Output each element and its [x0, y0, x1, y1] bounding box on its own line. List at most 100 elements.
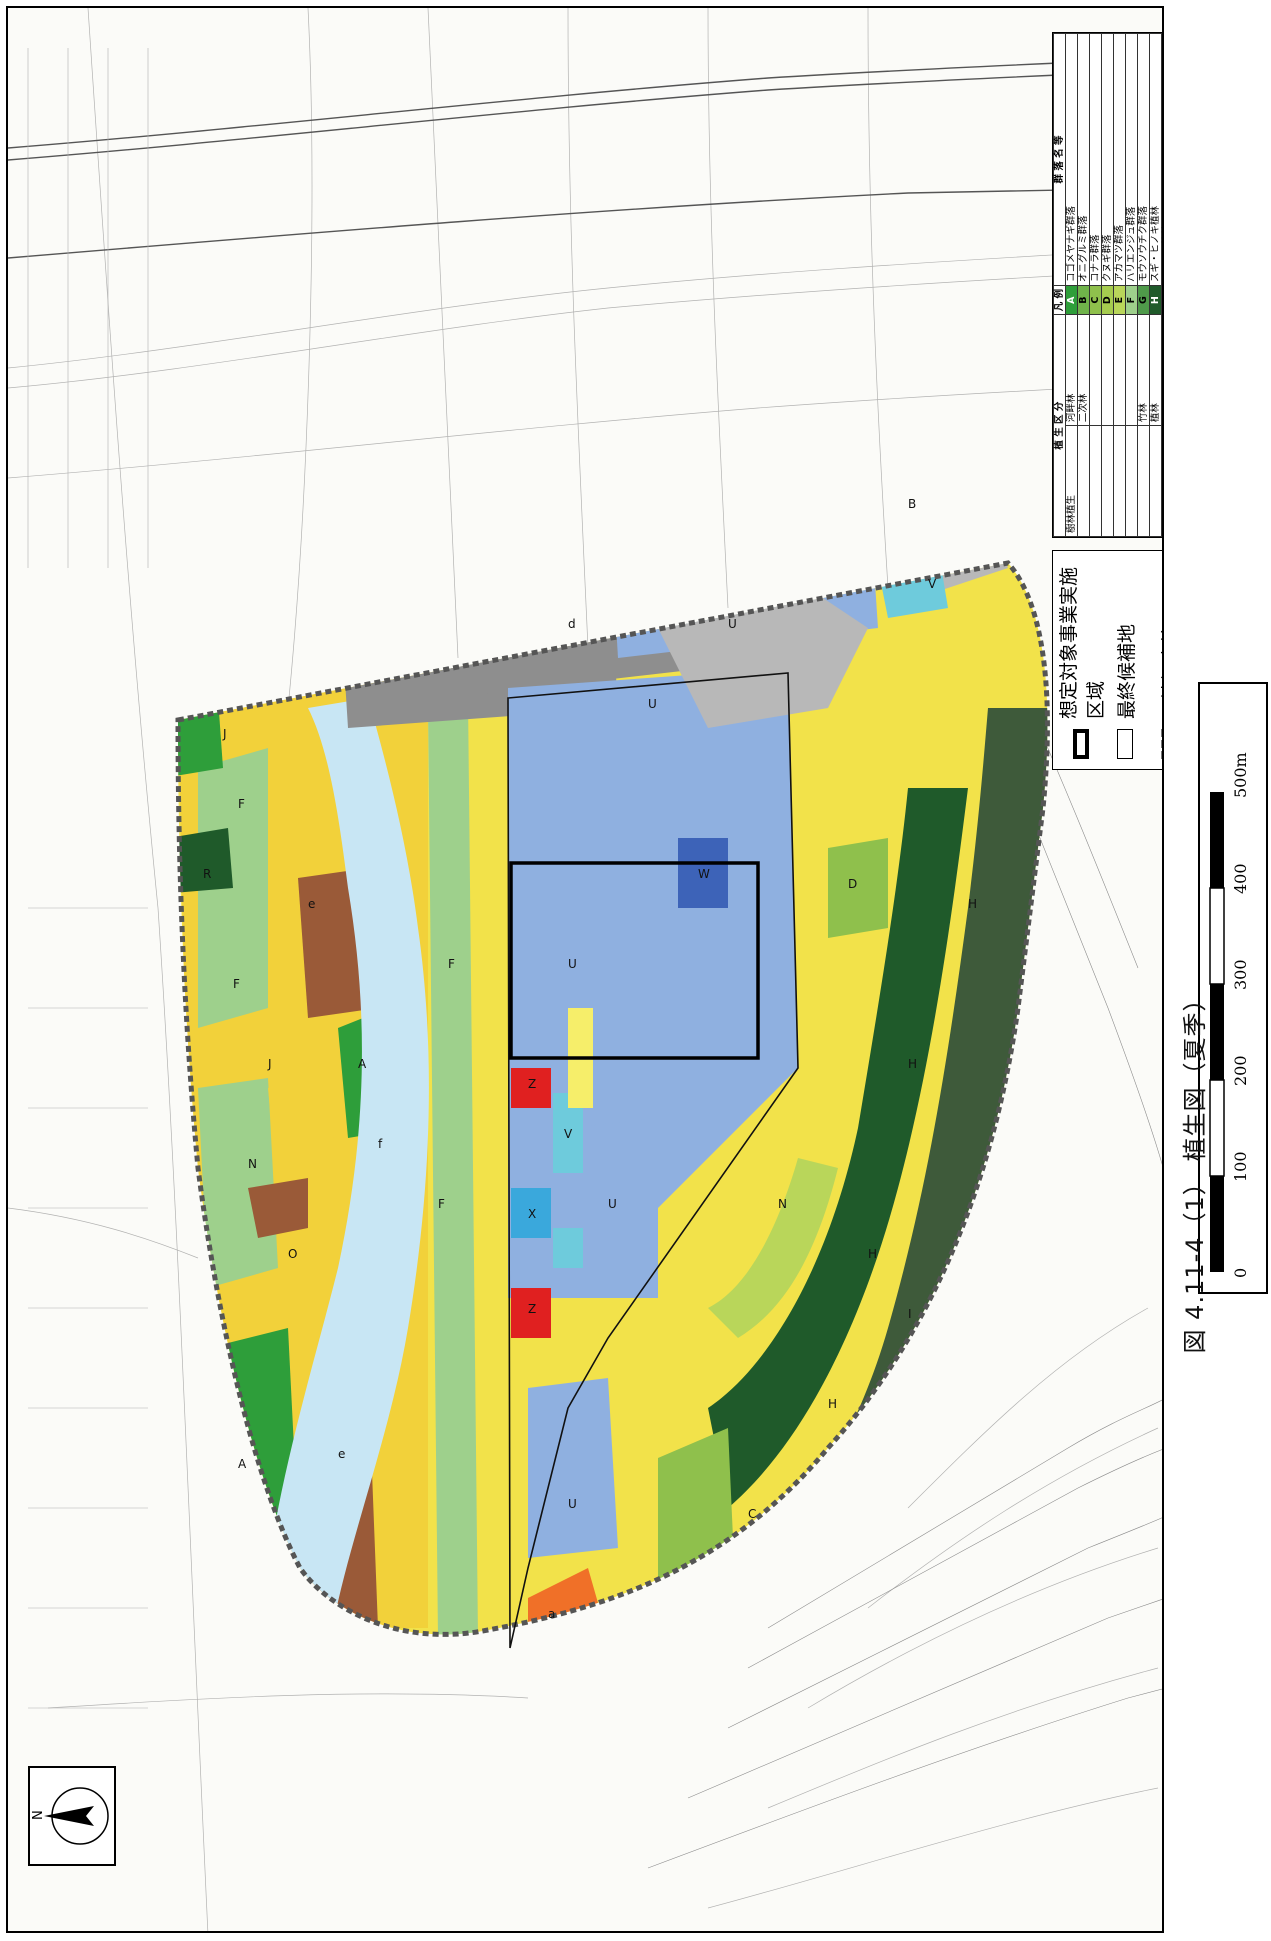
- legend-subgroup: 竹林: [1137, 314, 1150, 426]
- legend-header-code: 凡 例: [1053, 285, 1066, 315]
- legend-name: スギ・ヒノキ植林: [1149, 33, 1162, 286]
- north-arrow-icon: N: [31, 1787, 109, 1845]
- scale-tick-label: 0: [1231, 1268, 1250, 1278]
- legend-group: [1125, 425, 1138, 537]
- svg-text:F: F: [233, 977, 240, 991]
- north-arrow-box: N: [28, 1766, 116, 1866]
- boundary-key: 想定対象事業実施区域 最終候補地 現地調査範囲: [1052, 550, 1164, 770]
- svg-text:J: J: [222, 727, 227, 741]
- legend-swatch: E: [1113, 285, 1126, 315]
- legend-row: Iカラマツ植林: [1161, 33, 1162, 537]
- svg-text:H: H: [968, 897, 977, 911]
- svg-text:D: D: [848, 877, 857, 891]
- svg-text:F: F: [438, 1197, 445, 1211]
- thin-outline-swatch: [1117, 729, 1133, 759]
- legend-subgroup: 河畔林: [1065, 314, 1078, 426]
- legend-header-name: 群 落 名 等: [1053, 33, 1066, 286]
- svg-text:H: H: [908, 1057, 917, 1071]
- svg-text:f: f: [378, 1137, 383, 1151]
- svg-text:U: U: [568, 1497, 577, 1511]
- svg-text:U: U: [648, 697, 657, 711]
- parcel-grid: [27, 48, 149, 1709]
- svg-text:e: e: [338, 1447, 345, 1461]
- svg-text:e: e: [308, 897, 315, 911]
- legend-name: オニグルミ群落: [1077, 33, 1090, 286]
- north-label: N: [31, 1810, 46, 1820]
- legend-name: ハリエンジュ群落: [1125, 33, 1138, 286]
- contours-hills: [647, 657, 1162, 1869]
- legend-name: モウソウチク群落: [1137, 33, 1150, 286]
- svg-text:I: I: [908, 1307, 912, 1321]
- svg-text:U: U: [728, 617, 737, 631]
- vegetation-map: JF RF JN OA eA ef FF dU UU WZ ZX VU Ua H…: [8, 8, 1162, 1931]
- project-area-outline: [509, 861, 760, 1060]
- legend-swatch: F: [1125, 285, 1138, 315]
- legend-swatch: C: [1089, 285, 1102, 315]
- thick-outline-swatch: [1073, 729, 1089, 759]
- legend-subgroup: 植林: [1149, 314, 1162, 426]
- legend-subgroup: [1161, 314, 1162, 426]
- svg-text:W: W: [698, 867, 710, 881]
- svg-text:X: X: [528, 1207, 536, 1221]
- svg-text:R: R: [203, 867, 211, 881]
- legend-group: [1113, 425, 1126, 537]
- key-label: 現地調査範囲: [1159, 604, 1164, 719]
- svg-text:C: C: [748, 1507, 756, 1521]
- legend-swatch: H: [1149, 285, 1162, 315]
- legend-subgroup: [1113, 314, 1126, 426]
- polygon-labels: JF RF JN OA eA ef FF dU UU WZ ZX VU Ua H…: [203, 497, 977, 1621]
- legend-subgroup: 二次林: [1077, 314, 1090, 426]
- svg-text:A: A: [358, 1057, 367, 1071]
- svg-text:N: N: [248, 1157, 257, 1171]
- svg-text:F: F: [238, 797, 245, 811]
- survey-area-boundary: [175, 560, 1050, 1637]
- legend-group: [1101, 425, 1114, 537]
- legend-name: コゴメヤナギ群落: [1065, 33, 1078, 286]
- legend-swatch: D: [1101, 285, 1114, 315]
- svg-text:A: A: [238, 1457, 247, 1471]
- dashed-outline-swatch: [1161, 729, 1162, 759]
- svg-text:B: B: [908, 497, 916, 511]
- svg-text:U: U: [568, 957, 577, 971]
- key-label: 最終候補地: [1115, 623, 1138, 719]
- scale-tick-label: 100: [1231, 1151, 1250, 1182]
- legend-subgroup: [1125, 314, 1138, 426]
- legend-name: アカマツ群落: [1113, 33, 1126, 286]
- legend-subgroup: [1101, 314, 1114, 426]
- legend-swatch: B: [1077, 285, 1090, 315]
- scale-tick-label: 500m: [1231, 752, 1250, 798]
- svg-text:F: F: [448, 957, 455, 971]
- legend-name: クヌギ群落: [1101, 33, 1114, 286]
- legend-name: コナラ群落: [1089, 33, 1102, 286]
- svg-text:d: d: [568, 617, 576, 631]
- svg-text:Z: Z: [528, 1077, 536, 1091]
- roads: [8, 57, 1162, 259]
- svg-text:a: a: [548, 1607, 555, 1621]
- svg-text:H: H: [828, 1397, 837, 1411]
- svg-text:H: H: [868, 1247, 877, 1261]
- legend-swatch: I: [1161, 285, 1162, 315]
- scale-tick-label: 300: [1231, 959, 1250, 990]
- legend-group: [1077, 425, 1090, 537]
- key-row-survey-range: 現地調査範囲: [1147, 561, 1164, 759]
- legend-name: カラマツ植林: [1161, 33, 1162, 286]
- legend-header-row: 植 生 区 分 凡 例 群 落 名 等: [1053, 33, 1066, 537]
- figure-caption: 図 4.11-4（1） 植生図（夏季）: [1181, 986, 1209, 1354]
- key-row-project-area: 想定対象事業実施区域: [1058, 561, 1107, 759]
- legend-group: [1149, 425, 1162, 537]
- svg-text:J: J: [267, 1057, 272, 1071]
- final-candidate-outline: [507, 672, 799, 1649]
- legend-subgroup: [1089, 314, 1102, 426]
- svg-text:V: V: [564, 1127, 573, 1141]
